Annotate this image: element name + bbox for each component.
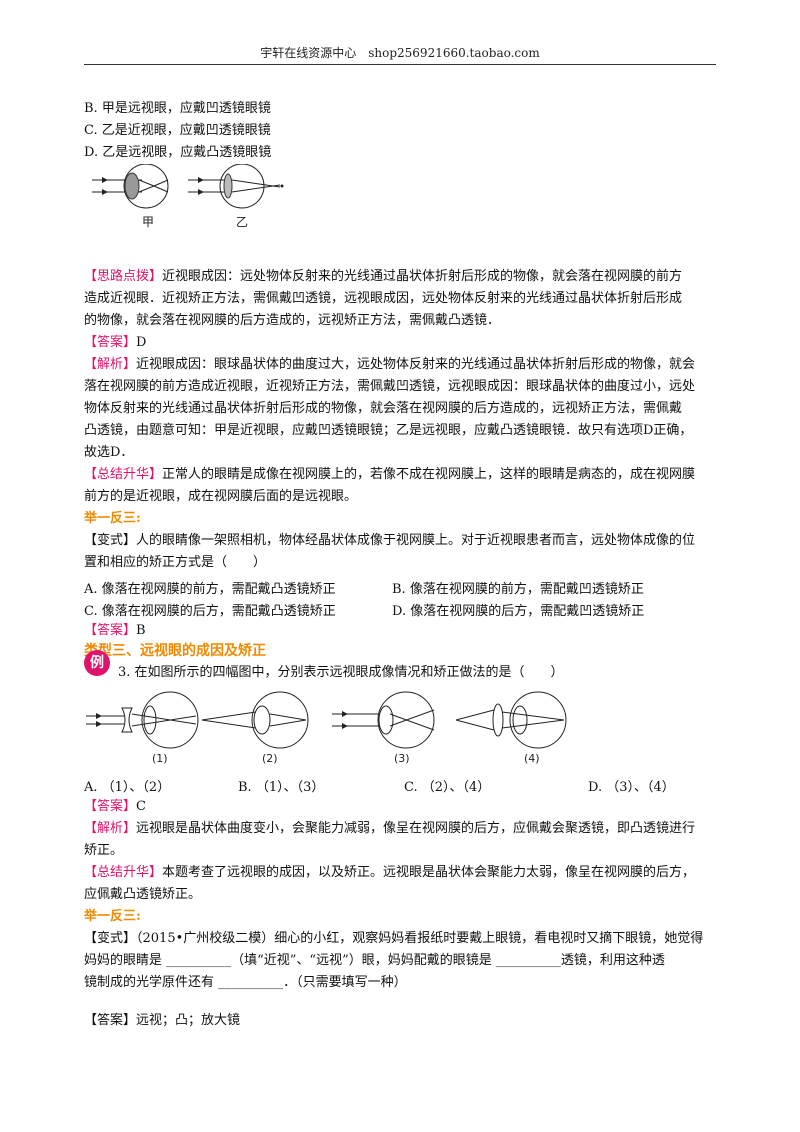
fig-label-jia: 甲: [142, 215, 154, 229]
fig-label-4: (4): [524, 752, 540, 765]
fig-label-3: (3): [394, 752, 410, 765]
fig-label-1: (1): [152, 752, 168, 765]
eye-diagram-jia: [92, 164, 169, 209]
eye-figure-jia-yi: 甲 乙: [92, 164, 284, 229]
q3-summary-line-2: 应佩戴凸透镜矫正。: [84, 887, 202, 902]
option-b: B. 甲是远视眼，应戴凹透镜眼镜: [84, 101, 271, 116]
eye-diagram-3: [332, 691, 435, 749]
variant2-line-3: 镜制成的光学原件还有 __________．（只需要填写一种）: [84, 975, 407, 990]
q3-analysis-line-1: 【解析】远视眼是晶状体曲度变小，会聚能力减弱，像呈在视网膜的后方，应佩戴会聚透镜…: [84, 821, 696, 836]
eye-diagram-4: [455, 691, 567, 749]
option-c: C. 乙是近视眼，应戴凹透镜眼镜: [84, 123, 271, 138]
analysis-line-2: 落在视网膜的前方造成近视眼，近视矫正方法，需佩戴凹透镜，远视眼成因：眼球晶状体的…: [84, 379, 696, 394]
analysis-line-3: 物体反射来的光线通过晶状体折射后形成的物像，就会落在视网膜的后方造成的，远视矫正…: [84, 401, 683, 416]
fig-label-2: (2): [262, 752, 278, 765]
analysis-line-1: 【解析】近视眼成因：眼球晶状体的曲度过大，远处物体反射来的光线通过晶状体折射后形…: [84, 357, 696, 372]
q3-analysis-line-2: 矫正。: [84, 843, 124, 858]
section-title: 类型三、远视眼的成因及矫正: [84, 643, 266, 659]
example-badge: 例: [84, 650, 110, 676]
answer-tag: 【答案】: [84, 335, 137, 350]
thinking-line-1: 【思路点拨】近视眼成因：远处物体反射来的光线通过晶状体折射后形成的物像，就会落在…: [84, 269, 683, 284]
eye-diagram-2: [201, 691, 309, 749]
variant2-line-1: 【变式】（2015•广州校级二模）细心的小红，观察妈妈看报纸时要戴上眼镜，看电视…: [84, 931, 704, 946]
analysis-line-4: 凸透镜，由题意可知：甲是近视眼，应戴凹透镜眼镜；乙是远视眼，应戴凸透镜眼镜．故只…: [84, 423, 693, 438]
thinking-tag: 【思路点拨】: [84, 269, 163, 284]
variant1-stem-2: 置和相应的矫正方式是（ ）: [84, 555, 267, 570]
variant1-stem-1: 【变式】人的眼睛像一架照相机，物体经晶状体成像于视网膜上。对于近视眼患者而言，远…: [84, 533, 696, 548]
practice-title-1: 举一反三:: [84, 511, 141, 526]
q3-option-d: D. （3）、（4）: [588, 780, 675, 795]
q3-option-c: C. （2）、（4）: [404, 780, 491, 795]
q3-option-a: A. （1）、（2）: [84, 780, 171, 795]
variant1-option-c: C. 像落在视网膜的后方，需配戴凸透镜矫正: [84, 604, 336, 619]
variant1-option-a: A. 像落在视网膜的前方，需配戴凸透镜矫正: [84, 582, 336, 597]
summary-tag: 【总结升华】: [84, 467, 163, 482]
summary-line-1: 【总结升华】正常人的眼睛是成像在视网膜上的，若像不成在视网膜上，这样的眼睛是病态…: [84, 467, 696, 482]
option-d: D. 乙是远视眼，应戴凸透镜眼镜: [84, 145, 272, 160]
thinking-line-3: 的物像，就会落在视网膜的后方造成的，远视矫正方法，需佩戴凸透镜．: [84, 313, 501, 328]
analysis-line-5: 故选D．: [84, 445, 134, 460]
page-header: 宇轩在线资源中心 shop256921660.taobao.com: [84, 44, 716, 65]
q3-option-b: B. （1）、（3）: [238, 780, 325, 795]
thinking-line-2: 造成近视眼．近视矫正方法，需佩戴凹透镜，远视眼成因，远处物体反射来的光线通过晶状…: [84, 291, 683, 306]
eye-diagram-1: [86, 691, 199, 749]
eye-diagram-yi: [188, 164, 284, 209]
summary-line-2: 前方的是近视眼，成在视网膜后面的是远视眼。: [84, 489, 358, 504]
variant2-answer: 【答案】远视；凸；放大镜: [84, 1013, 241, 1028]
variant1-option-b: B. 像落在视网膜的前方，需配戴凹透镜矫正: [392, 582, 644, 597]
q3-answer: 【答案】C: [84, 799, 146, 814]
fig-label-yi: 乙: [236, 215, 248, 229]
four-eye-figures: (1) (2) (3) (4): [86, 691, 567, 765]
q3-summary-line-1: 【总结升华】本题考查了远视眼的成因，以及矫正。远视眼是晶状体会聚能力太弱，像呈在…: [84, 865, 696, 880]
variant2-line-2: 妈妈的眼睛是 __________（填“近视”、“远视”）眼，妈妈配戴的眼镜是 …: [84, 953, 665, 968]
variant1-answer: 【答案】B: [84, 623, 146, 638]
practice-title-2: 举一反三:: [84, 909, 141, 924]
analysis-tag: 【解析】: [84, 357, 137, 372]
answer-1: 【答案】D: [84, 335, 147, 350]
variant1-option-d: D. 像落在视网膜的后方，需配戴凹透镜矫正: [392, 604, 645, 619]
question-3: 3. 在如图所示的四幅图中，分别表示远视眼成像情况和矫正做法的是（ ）: [118, 665, 564, 680]
